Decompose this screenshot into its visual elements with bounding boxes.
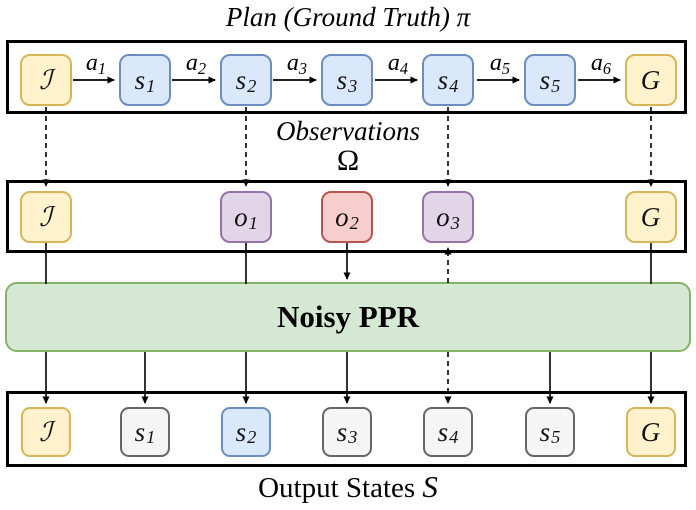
plan-to-observation-arrows xyxy=(42,107,655,187)
edge-label-a5: a5 xyxy=(489,50,511,79)
edge-label-a4: a4 xyxy=(387,50,409,79)
omega-symbol: Ω xyxy=(336,144,360,177)
edge-label-a6: a6 xyxy=(590,50,612,79)
plan-node-goal: G xyxy=(625,54,677,106)
output-title: Output States S xyxy=(0,469,696,505)
observation-to-ppr-lines xyxy=(45,243,652,284)
observations-title: Observations xyxy=(276,116,420,146)
output-node-goal: G xyxy=(626,407,676,457)
output-title-text: Output States xyxy=(258,472,416,504)
noisy-ppr-label: Noisy PPR xyxy=(276,299,420,334)
output-node-initial: ℐ xyxy=(21,407,71,457)
obs-node-goal: G xyxy=(625,191,677,243)
plan-title: Plan (Ground Truth) π xyxy=(225,2,471,32)
noisy-ppr-box: Noisy PPR xyxy=(5,282,691,352)
obs-node-initial: ℐ xyxy=(20,191,72,243)
edge-label-a1: a1 xyxy=(85,50,107,79)
plan-node-initial: ℐ xyxy=(20,54,72,106)
edge-label-a2: a2 xyxy=(185,50,207,79)
output-title-symbol: S xyxy=(422,469,438,504)
edge-label-a3: a3 xyxy=(286,50,308,79)
ppr-to-output-arrows xyxy=(42,352,655,404)
